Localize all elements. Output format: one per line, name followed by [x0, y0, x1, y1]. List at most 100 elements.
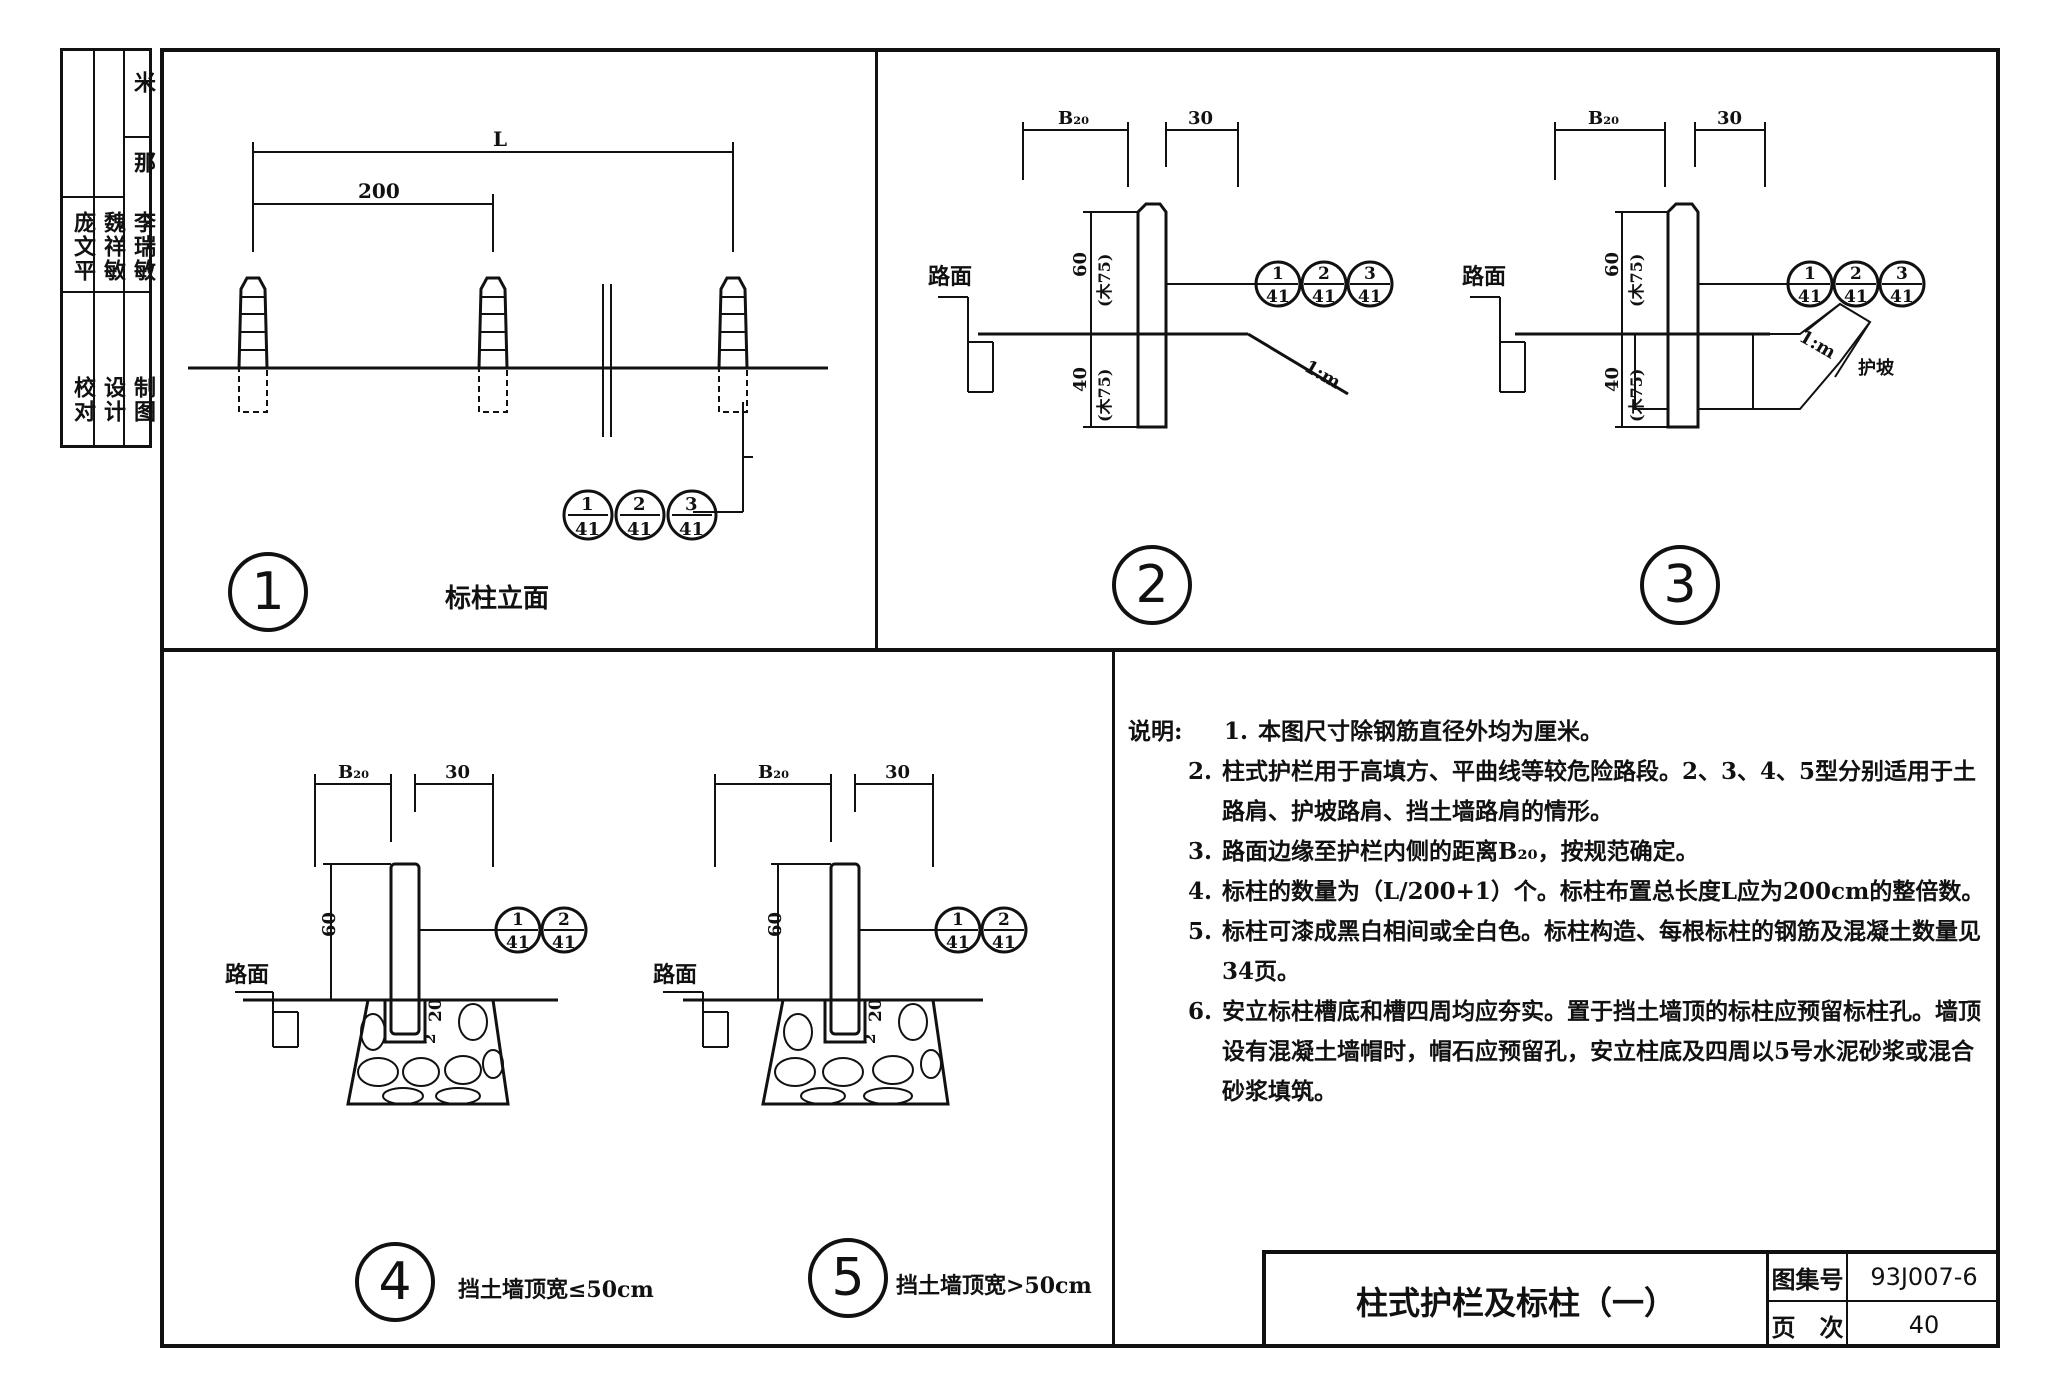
p2-dim-b: B₂₀: [1058, 108, 1089, 129]
note-5: 5. 标柱可漆成黑白相间或全白色。标柱构造、每根标柱的钢筋及混凝土数量见34页。: [1188, 918, 1981, 985]
p3-h60-alt: (木75): [1627, 254, 1646, 307]
p2-h40-alt: (木75): [1095, 369, 1114, 422]
panel1-ref-2: 2 41: [614, 489, 666, 541]
role-checker: 校对: [70, 376, 96, 424]
p2-h40: 40: [1070, 367, 1091, 392]
svg-text:41: 41: [506, 933, 530, 953]
panel3-ref-1: 1 41: [1786, 260, 1834, 308]
marker-post: [237, 276, 269, 413]
p4-h2: 2: [421, 1034, 439, 1044]
svg-text:41: 41: [679, 519, 704, 540]
name-designer: 魏祥敏: [100, 211, 126, 283]
p3-dim-30: 30: [1717, 108, 1742, 129]
p5-h60: 60: [765, 912, 786, 937]
dim-200: 200: [358, 179, 400, 203]
divider-v-bottom: [1112, 650, 1115, 1346]
p4-dim-30: 30: [445, 762, 470, 783]
name-drafter: 李瑞敏: [130, 211, 156, 283]
svg-text:41: 41: [1798, 287, 1822, 307]
panel-4-caption: 挡土墙顶宽≤50cm: [458, 1277, 654, 1303]
divider-v-top: [875, 50, 878, 650]
notes-lead: 说明:: [1128, 718, 1183, 745]
atlas-value: 93J007-6: [1870, 1263, 1978, 1291]
atlas-label: 图集号: [1771, 1264, 1844, 1294]
p5-dim-b: B₂₀: [758, 762, 789, 783]
panel5-ref-1: 1 41: [934, 906, 982, 954]
svg-text:41: 41: [627, 519, 652, 540]
p2-h60-alt: (木75): [1095, 254, 1114, 307]
svg-text:2: 2: [998, 910, 1010, 930]
p4-road: 路面: [225, 962, 269, 988]
marker-post: [477, 276, 509, 413]
svg-text:1: 1: [1804, 264, 1816, 284]
svg-text:41: 41: [1844, 287, 1868, 307]
svg-text:41: 41: [1358, 287, 1382, 307]
p5-dim-30: 30: [885, 762, 910, 783]
title-block: 柱式护栏及标柱（一） 图集号 93J007-6 页 次 40: [1262, 1250, 2000, 1348]
p4-h60: 60: [319, 912, 340, 937]
panel-2-drawing: B₂₀ 30 60 (木75) 40 (木75) 路面 1:m 1 41 2 4…: [928, 108, 1394, 429]
panel-4-drawing: B₂₀ 30 60 路面 20 2 1 41 2 41: [225, 762, 588, 1106]
panel4-ref-1: 1 41: [494, 906, 542, 954]
panel2-ref-1: 1 41: [1254, 260, 1302, 308]
svg-text:2: 2: [558, 910, 570, 930]
drawing-frame: [160, 48, 2000, 1348]
dim-L: L: [493, 127, 507, 151]
drawing-title: 柱式护栏及标柱（一）: [1355, 1284, 1676, 1322]
p3-dim-b: B₂₀: [1588, 108, 1619, 129]
svg-text:3: 3: [685, 494, 698, 515]
svg-text:1: 1: [512, 910, 524, 930]
svg-text:1: 1: [952, 910, 964, 930]
svg-text:3: 3: [1896, 264, 1908, 284]
p3-h40-alt: (木75): [1627, 369, 1646, 422]
svg-text:41: 41: [1266, 287, 1290, 307]
p2-road: 路面: [928, 264, 972, 290]
p3-slope-label: 护坡: [1858, 357, 1895, 379]
stamp-1: 那: [130, 151, 156, 175]
stamp-2: 米: [130, 71, 156, 95]
role-drafter: 制图: [130, 376, 156, 424]
panel2-ref-3: 3 41: [1346, 260, 1394, 308]
panel-5-number: 5: [808, 1238, 888, 1318]
note-6: 6. 安立标柱槽底和槽四周均应夯实。置于挡土墙顶的标柱应预留标柱孔。墙顶设有混凝…: [1188, 998, 1981, 1105]
panel2-ref-2: 2 41: [1300, 260, 1348, 308]
svg-text:41: 41: [1312, 287, 1336, 307]
panel-1-drawing: L 200 1 41 2 41 3 41: [188, 127, 828, 541]
name-checker: 庞文平: [70, 211, 96, 283]
p2-h60: 60: [1070, 252, 1091, 277]
p5-h2: 2: [861, 1034, 879, 1044]
signature-table: 校对 设计 制图 庞文平 魏祥敏 李瑞敏 那 米: [60, 48, 156, 448]
p5-road: 路面: [653, 962, 697, 988]
panel5-ref-2: 2 41: [980, 906, 1028, 954]
svg-text:41: 41: [992, 933, 1016, 953]
p5-h20: 20: [866, 998, 886, 1022]
svg-text:2: 2: [1318, 264, 1330, 284]
p3-road: 路面: [1462, 264, 1506, 290]
svg-text:1: 1: [1272, 264, 1284, 284]
p4-h20: 20: [426, 998, 446, 1022]
page-label: 页 次: [1771, 1312, 1844, 1342]
panel1-ref-3: 3 41: [666, 489, 718, 541]
svg-text:2: 2: [1850, 264, 1862, 284]
note-3: 3. 路面边缘至护栏内侧的距离B₂₀，按规范确定。: [1188, 838, 1699, 865]
note-4: 4. 标柱的数量为（L/200+1）个。标柱布置总长度L应为200cm的整倍数。: [1188, 878, 1985, 905]
p2-dim-30: 30: [1188, 108, 1213, 129]
svg-text:41: 41: [1890, 287, 1914, 307]
svg-text:1: 1: [581, 494, 594, 515]
panel-3-number: 3: [1640, 545, 1720, 625]
panel3-ref-3: 3 41: [1878, 260, 1926, 308]
panel4-ref-2: 2 41: [540, 906, 588, 954]
panel-1-number: 1: [228, 552, 308, 632]
role-designer: 设计: [100, 376, 126, 424]
p3-h40: 40: [1602, 367, 1623, 392]
panel1-ref-1: 1 41: [562, 489, 614, 541]
panel-1-caption: 标柱立面: [445, 584, 550, 614]
panel-4-number: 4: [355, 1242, 435, 1322]
svg-text:41: 41: [552, 933, 576, 953]
panel-2-number: 2: [1112, 545, 1192, 625]
panel-3-drawing: B₂₀ 30 60 (木75) 40 (木75) 路面 1:m 护坡 1 41 …: [1462, 108, 1926, 429]
p3-slope: 1:m: [1796, 326, 1840, 363]
p4-dim-b: B₂₀: [338, 762, 369, 783]
panel3-ref-2: 2 41: [1832, 260, 1880, 308]
svg-text:41: 41: [575, 519, 600, 540]
